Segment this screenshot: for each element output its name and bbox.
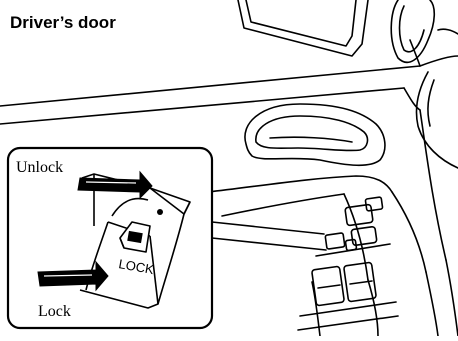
inner-door-handle	[245, 104, 385, 165]
lock-label: Lock	[38, 303, 71, 320]
callout-connector	[212, 222, 326, 250]
armrest-switch-panel	[208, 176, 438, 336]
unlock-label: Unlock	[16, 159, 63, 176]
callout-box: Unlock Lock LOCK	[8, 148, 212, 328]
side-mirror	[238, 0, 434, 62]
diagram-title: Driver’s door	[10, 13, 116, 32]
